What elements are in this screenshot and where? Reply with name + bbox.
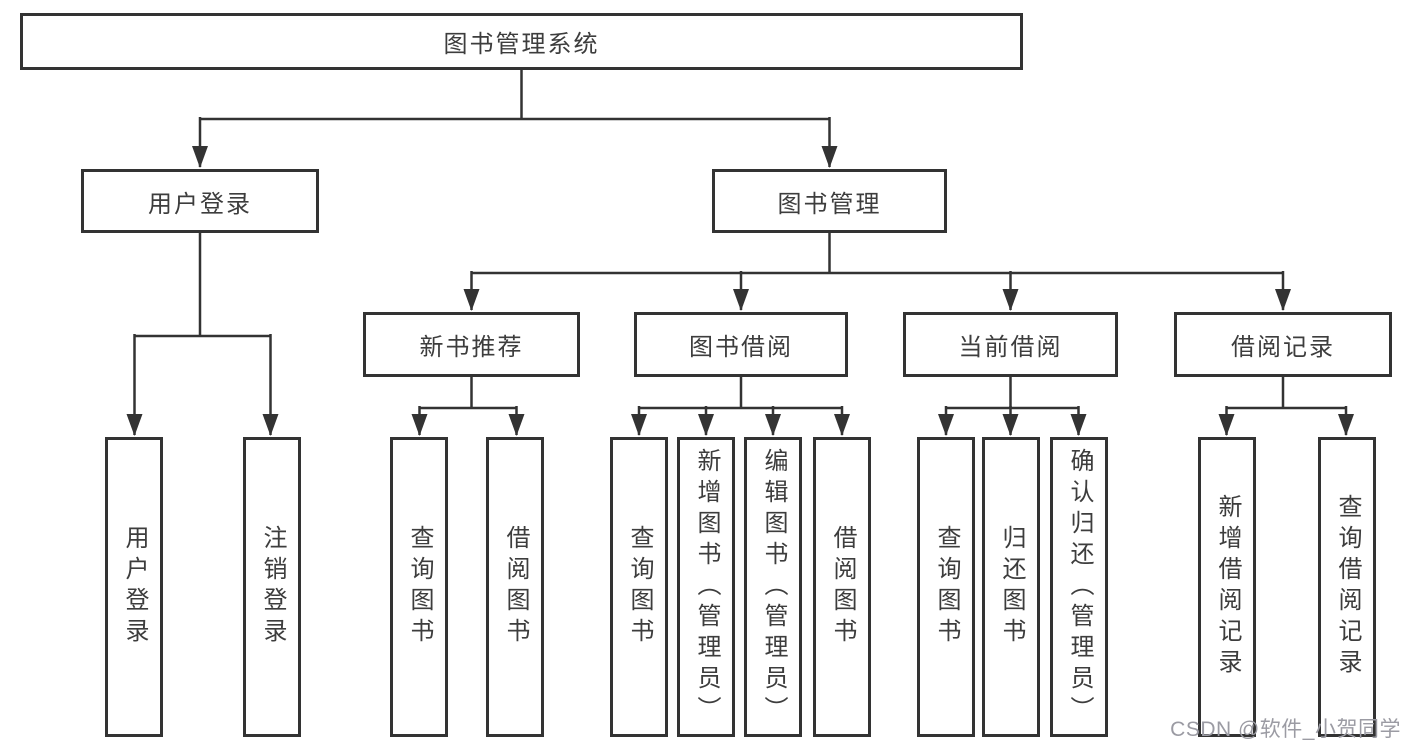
leaf-logout: 注销登录: [243, 437, 301, 737]
leaf-add-borrow-record-label: 新增借阅记录: [1213, 494, 1241, 680]
leaf-query-books-recommend: 查询图书: [390, 437, 448, 737]
node-book-management-label: 图书管理: [777, 190, 882, 218]
leaf-confirm-return-admin-label: 确认归还（管理员）: [1065, 447, 1093, 727]
node-root-label: 图书管理系统: [443, 31, 600, 58]
leaf-borrow-books-recommend-label: 借阅图书: [501, 525, 529, 649]
leaf-return-book: 归还图书: [982, 437, 1040, 737]
leaf-borrow-books-recommend: 借阅图书: [486, 437, 544, 737]
leaf-query-borrow-record-label: 查询借阅记录: [1333, 494, 1361, 680]
leaf-query-books-borrow-label: 查询图书: [625, 525, 653, 649]
leaf-user-login: 用户登录: [105, 437, 163, 737]
leaf-edit-book-admin-label: 编辑图书（管理员）: [759, 447, 787, 727]
watermark: CSDN @软件_小贺同学: [1170, 718, 1401, 741]
leaf-add-borrow-record: 新增借阅记录: [1198, 437, 1256, 737]
node-user-login-label: 用户登录: [148, 190, 252, 218]
leaf-user-login-label: 用户登录: [120, 525, 148, 649]
node-user-login: 用户登录: [81, 169, 319, 233]
leaf-query-books-recommend-label: 查询图书: [405, 525, 433, 649]
node-current-borrow-label: 当前借阅: [958, 334, 1063, 361]
node-book-borrow-label: 图书借阅: [689, 334, 793, 361]
node-book-borrow: 图书借阅: [634, 312, 848, 377]
node-new-book-recommend: 新书推荐: [363, 312, 580, 377]
leaf-borrow-books-borrow-label: 借阅图书: [828, 525, 856, 649]
node-borrow-records-label: 借阅记录: [1231, 334, 1335, 361]
leaf-add-book-admin-label: 新增图书（管理员）: [692, 447, 720, 727]
leaf-edit-book-admin: 编辑图书（管理员）: [744, 437, 802, 737]
node-current-borrow: 当前借阅: [903, 312, 1118, 377]
node-root: 图书管理系统: [20, 13, 1023, 70]
leaf-borrow-books-borrow: 借阅图书: [813, 437, 871, 737]
leaf-query-books-current: 查询图书: [917, 437, 975, 737]
leaf-query-books-current-label: 查询图书: [932, 525, 960, 649]
node-new-book-recommend-label: 新书推荐: [419, 334, 524, 361]
leaf-query-borrow-record: 查询借阅记录: [1318, 437, 1376, 737]
node-borrow-records: 借阅记录: [1174, 312, 1392, 377]
leaf-query-books-borrow: 查询图书: [610, 437, 668, 737]
leaf-return-book-label: 归还图书: [997, 525, 1025, 649]
leaf-confirm-return-admin: 确认归还（管理员）: [1050, 437, 1108, 737]
leaf-logout-label: 注销登录: [258, 525, 286, 649]
node-book-management: 图书管理: [712, 169, 947, 233]
leaf-add-book-admin: 新增图书（管理员）: [677, 437, 735, 737]
